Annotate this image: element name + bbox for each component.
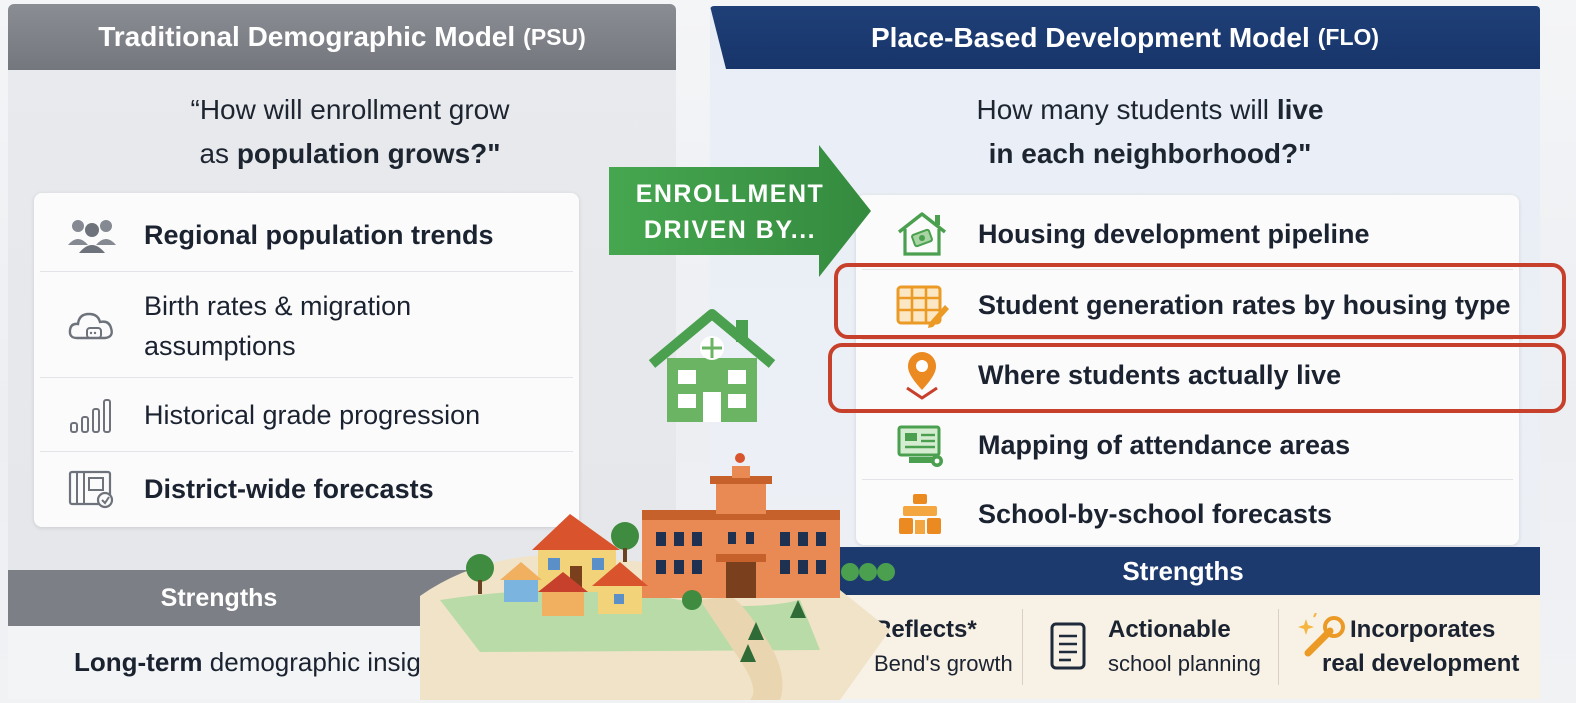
factor-label: Regional population trends [144, 220, 494, 250]
traditional-model-question: “How will enrollment grow as population … [0, 88, 700, 176]
strength-text: Reflects* Bend's growth [874, 613, 1013, 681]
place-based-model-suffix: (FLO) [1317, 24, 1380, 50]
house-money-icon [892, 209, 952, 259]
strength-line2: real development [1322, 650, 1520, 677]
place-based-factors-card: Housing development pipeline Student gen… [856, 195, 1519, 545]
enrollment-arrow [609, 145, 871, 277]
strength-line2: school planning [1108, 651, 1261, 676]
question-line-2: as population grows?" [0, 132, 700, 176]
factor-birth-rates: Birth rates & migration assumptions [34, 281, 579, 371]
school-blocks-icon [892, 489, 952, 539]
divider [40, 377, 573, 378]
factor-label: Historical grade progression [144, 400, 481, 430]
traditional-model-title: Traditional Demographic Model [98, 21, 516, 52]
factor-regional-population: Regional population trends [34, 207, 579, 263]
house-icon [648, 309, 776, 422]
place-based-model-question: How many students will live in each neig… [860, 88, 1440, 176]
arrow-label-line1: ENROLLMENT [635, 180, 825, 208]
strength-rest: demographic insights [202, 647, 456, 677]
strength-incorporates-development: Incorporates real development [1294, 595, 1519, 699]
divider [862, 479, 1513, 480]
factor-student-generation-rates: Student generation rates by housing type [856, 275, 1519, 335]
bar-chart-icon [60, 391, 124, 439]
divider [40, 271, 573, 272]
divider [862, 339, 1513, 340]
divider [1278, 609, 1279, 685]
divider [862, 409, 1513, 410]
traditional-strengths-header: Strengths [8, 570, 470, 626]
factor-label: Student generation rates by housing type [978, 289, 1511, 320]
arrow-label: ENROLLMENT DRIVEN BY... [612, 176, 848, 248]
neighborhood-illustration [420, 309, 895, 700]
factor-grade-progression: Historical grade progression [34, 387, 579, 443]
school-building [642, 453, 840, 598]
question-line-1: “How will enrollment grow [190, 94, 510, 125]
place-based-model-header: Place-Based Development Model (FLO) [710, 6, 1540, 69]
trees [466, 522, 895, 662]
forecast-map-icon [60, 465, 124, 513]
factor-label-line1: Birth rates & migration [144, 291, 412, 321]
strength-bold: Long-term [74, 647, 203, 677]
question-line-1-bold: live [1276, 94, 1324, 125]
divider [40, 451, 573, 452]
strength-actionable-planning: Actionable school planning [1040, 595, 1261, 699]
question-line-2-prefix: as [199, 138, 237, 169]
factor-label: Housing development pipeline [978, 218, 1370, 249]
people-group-icon [60, 211, 124, 259]
place-based-strengths-body: Reflects* Bend's growth Actionable schoo… [800, 595, 1540, 699]
strength-line2: Bend's growth [874, 651, 1013, 676]
strength-text: Incorporates real development [1322, 613, 1519, 681]
houses [500, 514, 648, 616]
factor-attendance-mapping: Mapping of attendance areas [856, 415, 1519, 475]
cloud-chat-icon [60, 302, 124, 350]
factor-housing-pipeline: Housing development pipeline [856, 205, 1519, 263]
factor-label: Birth rates & migration assumptions [144, 286, 411, 366]
factor-where-students-live: Where students actually live [856, 345, 1519, 405]
traditional-model-suffix: (PSU) [523, 23, 586, 50]
divider [1022, 609, 1023, 685]
strength-text: Actionable school planning [1108, 613, 1261, 681]
strength-line1: Reflects* [874, 616, 977, 643]
wrench-sparkle-icon [1294, 609, 1352, 667]
map-screen-icon [892, 420, 952, 470]
traditional-factors-card: Regional population trends Birth rates &… [34, 193, 579, 527]
factor-district-forecasts: District-wide forecasts [34, 461, 579, 517]
question-line-1-prefix: How many students will [976, 94, 1277, 125]
traditional-model-header: Traditional Demographic Model (PSU) [8, 4, 676, 70]
arrow-label-line2: DRIVEN BY... [643, 216, 817, 244]
strength-line1: Actionable [1108, 616, 1231, 643]
place-based-model-title: Place-Based Development Model [870, 21, 1310, 53]
traditional-strengths-body: Long-term demographic insights [8, 626, 468, 699]
clipboard-icon [1040, 618, 1098, 676]
question-line-2: in each neighborhood?" [988, 138, 1312, 169]
grid-pencil-icon [892, 280, 952, 330]
divider [862, 269, 1513, 270]
factor-label: Where students actually live [978, 359, 1342, 390]
question-line-2-bold: population grows?" [236, 138, 501, 169]
factor-label-line2: assumptions [144, 331, 296, 361]
factor-label: Mapping of attendance areas [978, 429, 1351, 460]
question-line-1: How many students will live [860, 88, 1440, 132]
factor-school-forecasts: School-by-school forecasts [856, 485, 1519, 543]
place-based-strengths-header: Strengths [826, 547, 1540, 595]
factor-label: District-wide forecasts [144, 474, 434, 504]
location-pin-icon [892, 350, 952, 400]
factor-label: School-by-school forecasts [978, 498, 1333, 529]
strength-line1: Incorporates [1350, 616, 1496, 643]
strengths-title: Strengths [160, 583, 278, 612]
strengths-title: Strengths [1122, 555, 1244, 586]
